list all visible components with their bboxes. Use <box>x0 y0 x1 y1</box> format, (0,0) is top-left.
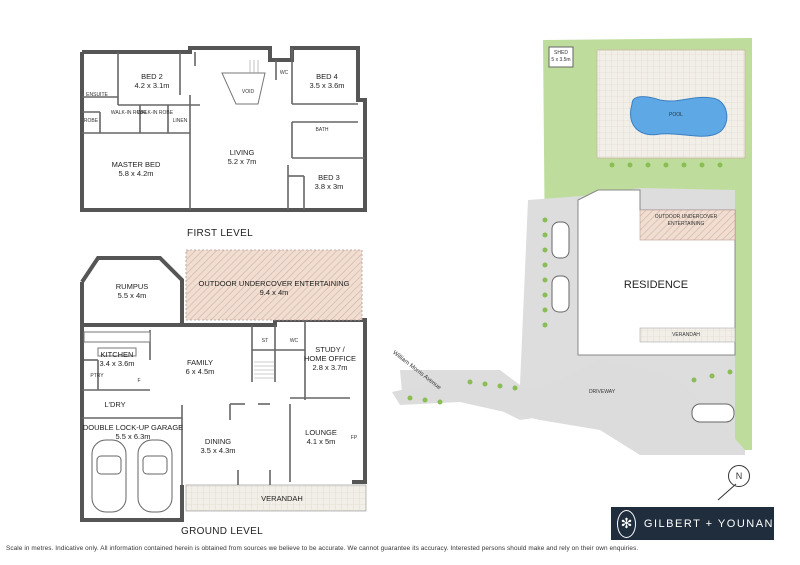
wc-label: WC <box>279 70 289 76</box>
brand-logo: ✻ GILBERT + YOUNAN <box>611 507 774 540</box>
verandah-deck <box>185 484 367 512</box>
void-outline <box>221 72 266 105</box>
dining-size: 3.5 x 4.3m <box>200 446 236 455</box>
rumpus-name: RUMPUS <box>115 282 149 291</box>
master-bed-size: 5.8 x 4.2m <box>118 169 154 178</box>
study-name-2: HOME OFFICE <box>303 354 357 363</box>
outdoor-entertaining-name: OUTDOOR UNDERCOVER ENTERTAINING <box>198 279 350 288</box>
fridge-label: F <box>137 378 141 384</box>
master-bed-name: MASTER BED <box>111 160 161 169</box>
hedge-dots <box>407 162 733 405</box>
living-name: LIVING <box>229 148 255 157</box>
garage-name: DOUBLE LOCK-UP GARAGE <box>82 423 184 432</box>
car-icon <box>91 439 173 513</box>
outdoor-entertaining-size: 9.4 x 4m <box>259 288 289 297</box>
north-arrow-icon: N <box>728 465 750 487</box>
bed4-name: BED 4 <box>316 72 338 81</box>
lounge-size: 4.1 x 5m <box>306 437 336 446</box>
north-arrow-line <box>717 483 737 501</box>
ground-wc-label: WC <box>289 338 299 344</box>
bed2-size: 4.2 x 3.1m <box>134 81 170 90</box>
brand-name: GILBERT + YOUNAN <box>643 517 774 530</box>
residence-label: RESIDENCE <box>623 279 689 291</box>
storage-label: ST <box>261 338 269 344</box>
residence-outdoor-deck <box>639 209 736 241</box>
verandah-label: VERANDAH <box>261 494 303 503</box>
lounge-name: LOUNGE <box>305 428 337 437</box>
ensuite-label: ENSUITE <box>86 92 108 98</box>
ground-inner-walls <box>82 320 350 485</box>
outdoor-deck <box>185 249 363 321</box>
shed-size: 5 x 3.5m <box>551 57 571 63</box>
bed4-size: 3.5 x 3.6m <box>309 81 345 90</box>
study-name: STUDY / <box>315 345 345 354</box>
pool-label: POOL <box>669 112 683 118</box>
brand-mark-icon: ✻ <box>617 509 636 538</box>
study-size: 2.8 x 3.7m <box>312 363 348 372</box>
family-size: 6 x 4.5m <box>185 367 215 376</box>
shed <box>548 46 574 68</box>
rumpus-size: 5.5 x 4m <box>117 291 147 300</box>
robe-label: ROBE <box>83 118 99 124</box>
fireplace-label: FP <box>350 435 358 441</box>
void-label: VOID <box>241 89 255 95</box>
disclaimer-text: Scale in metres. Indicative only. All in… <box>6 545 639 552</box>
dining-name: DINING <box>204 437 232 446</box>
first-level-title: FIRST LEVEL <box>187 228 253 239</box>
walkin-robe-2-label: WALK-IN ROBE <box>136 110 174 116</box>
site-outdoor-label: OUTDOOR UNDERCOVER <box>654 214 718 220</box>
kitchen-name: KITCHEN <box>100 350 134 359</box>
laundry-label: L'DRY <box>104 400 126 409</box>
site-car-3 <box>691 403 735 423</box>
pool-shape <box>630 96 728 137</box>
bed2-name: BED 2 <box>141 72 163 81</box>
site-car-1 <box>551 221 570 259</box>
driveway <box>392 360 745 455</box>
first-level-inner-walls <box>82 48 365 210</box>
site-outdoor-label-2: ENTERTAINING <box>667 221 705 227</box>
stair-lines <box>249 60 259 73</box>
pantry-label: PTRY <box>90 373 104 379</box>
site-car-2 <box>551 275 570 313</box>
residence-verandah <box>639 327 736 343</box>
bed3-size: 3.8 x 3m <box>314 182 344 191</box>
site-verandah-label: VERANDAH <box>672 332 700 338</box>
bed3-name: BED 3 <box>318 173 340 182</box>
ground-level-title: GROUND LEVEL <box>181 526 263 537</box>
walkin-robe-1-label: WALK-IN ROBE <box>110 110 148 116</box>
family-name: FAMILY <box>186 358 214 367</box>
bath-label: BATH <box>315 127 329 133</box>
stair-lines-ground <box>254 361 274 379</box>
kitchen-size: 3.4 x 3.6m <box>99 359 135 368</box>
shed-label: SHED <box>554 50 568 56</box>
linen-label: LINEN <box>172 118 188 124</box>
living-size: 5.2 x 7m <box>227 157 257 166</box>
driveway-label: DRIVEWAY <box>588 389 616 395</box>
kitchen-bench <box>83 331 151 357</box>
garage-size: 5.5 x 6.3m <box>115 432 151 441</box>
